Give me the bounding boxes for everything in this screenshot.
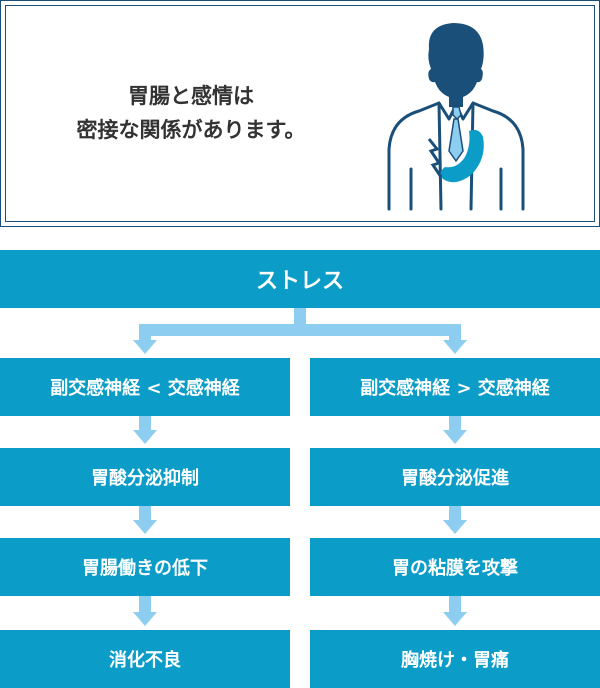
split-bar (139, 324, 461, 336)
right-node-nervous-balance: 副交感神経 > 交感神経 (310, 358, 600, 416)
intro-panel-inner-border (5, 5, 595, 222)
left-arrowhead-3 (133, 520, 157, 534)
right-shaft-2 (449, 416, 461, 432)
right-arrowhead-3 (443, 520, 467, 534)
intro-headline: 胃腸と感情は 密接な関係があります。 (41, 79, 341, 147)
left-node-indigestion: 消化不良 (0, 630, 290, 688)
intro-panel: 胃腸と感情は 密接な関係があります。 (0, 0, 600, 227)
intro-headline-line1: 胃腸と感情は (128, 84, 254, 108)
left-arrowhead-1 (133, 340, 157, 354)
left-shaft-3 (139, 506, 151, 522)
left-shaft-4 (139, 596, 151, 614)
right-shaft-3 (449, 506, 461, 522)
right-drop (449, 324, 461, 342)
person-stomach-pain-icon (387, 23, 525, 211)
left-arrowhead-4 (133, 612, 157, 626)
left-shaft-2 (139, 416, 151, 432)
stress-root-node: ストレス (0, 250, 600, 308)
right-arrowhead-1 (443, 340, 467, 354)
right-node-heartburn-stomachache: 胸焼け・胃痛 (310, 630, 600, 688)
right-shaft-4 (449, 596, 461, 614)
right-arrowhead-4 (443, 612, 467, 626)
left-node-nervous-balance: 副交感神経 < 交感神経 (0, 358, 290, 416)
left-arrowhead-2 (133, 430, 157, 444)
right-node-acid-promotion: 胃酸分泌促進 (310, 448, 600, 506)
intro-headline-line2: 密接な関係があります。 (76, 118, 306, 142)
left-node-gut-function-decline: 胃腸働きの低下 (0, 538, 290, 596)
right-arrowhead-2 (443, 430, 467, 444)
root-stem (294, 308, 306, 330)
left-drop (139, 324, 151, 342)
right-node-mucosa-attack: 胃の粘膜を攻撃 (310, 538, 600, 596)
left-node-acid-suppression: 胃酸分泌抑制 (0, 448, 290, 506)
